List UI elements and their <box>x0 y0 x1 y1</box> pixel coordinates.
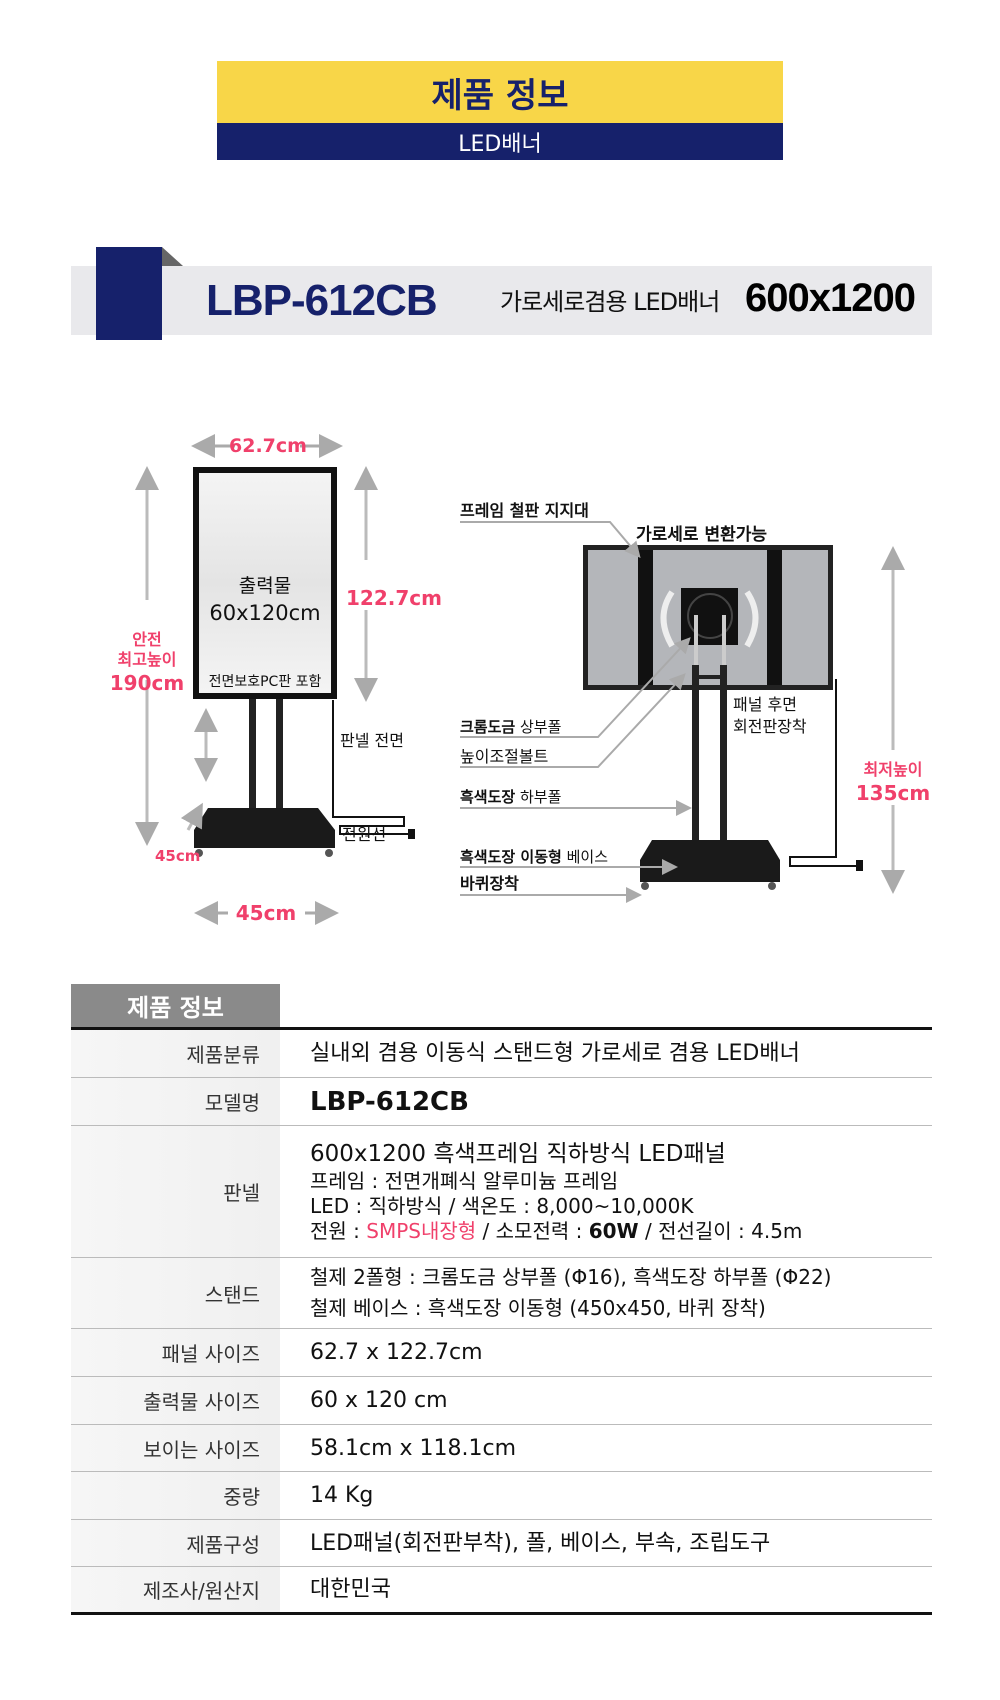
lower-pole-label: 흑색도장 하부폴 <box>460 788 561 806</box>
upper-pole-label: 크롬도금 상부폴 <box>460 718 561 736</box>
min-height-value: 135cm <box>856 781 930 805</box>
stand-line: 철제 2폴형 : 크롬도금 상부폴 (Φ16), 흑색도장 하부폴 (Φ22) <box>310 1265 832 1289</box>
row-label: 패널 사이즈 <box>71 1328 280 1377</box>
row-label: 스탠드 <box>71 1257 280 1329</box>
base-label: 흑색도장 이동형 베이스 <box>460 848 608 866</box>
row-value: 600x1200 흑색프레임 직하방식 LED패널 프레임 : 전면개폐식 알루… <box>280 1125 932 1258</box>
section-title: 제품 정보 <box>217 61 783 123</box>
panel-line: 프레임 : 전면개폐식 알루미늄 프레임 <box>310 1169 619 1193</box>
base-depth-label: 45cm <box>155 847 200 865</box>
row-label: 출력물 사이즈 <box>71 1376 280 1425</box>
row-label: 보이는 사이즈 <box>71 1424 280 1472</box>
panel-main: 600x1200 흑색프레임 직하방식 LED패널 <box>310 1141 726 1167</box>
rear-note-1: 패널 후면 <box>733 695 797 714</box>
row-label: 제품구성 <box>71 1519 280 1567</box>
row-value: 14 Kg <box>280 1471 932 1520</box>
safe-height-label-1: 안전 <box>132 630 161 649</box>
model-description: 가로세로겸용 LED배너 <box>500 288 720 316</box>
row-label: 제조사/원산지 <box>71 1566 280 1614</box>
frame-support-label: 프레임 철판 지지대 <box>460 501 589 520</box>
front-width-label: 62.7cm <box>229 435 307 457</box>
section-subtitle: LED배너 <box>217 123 783 160</box>
panel-line: LED : 직하방식 / 색온도 : 8,000~10,000K <box>310 1194 694 1218</box>
table-row: 판넬 600x1200 흑색프레임 직하방식 LED패널 프레임 : 전면개폐식… <box>71 1125 932 1258</box>
table-row: 스탠드 철제 2폴형 : 크롬도금 상부폴 (Φ16), 흑색도장 하부폴 (Φ… <box>71 1257 932 1329</box>
model-banner-fold <box>162 247 183 266</box>
row-value: LED패널(회전판부착), 폴, 베이스, 부속, 조립도구 <box>280 1519 932 1567</box>
product-diagram: 62.7cm 안전 최고높이 190cm 122.7cm 출력물 60x120c… <box>110 434 930 925</box>
rotate-arrow-right-icon <box>744 590 759 648</box>
model-banner-accent <box>96 247 162 340</box>
row-label: 제품분류 <box>71 1028 280 1078</box>
safe-height-value: 190cm <box>110 671 184 695</box>
safe-height-label-2: 최고높이 <box>118 650 177 669</box>
height-bolt-label: 높이조절볼트 <box>460 747 548 766</box>
row-value: 대한민국 <box>310 1577 391 1602</box>
row-value: 62.7 x 122.7cm <box>280 1328 932 1377</box>
row-value: 58.1cm x 118.1cm <box>280 1424 932 1472</box>
panel-line: 전원 : SMPS내장형 / 소모전력 : 60W / 전선길이 : 4.5m <box>310 1219 803 1243</box>
model-banner <box>71 266 932 335</box>
pc-note: 전면보호PC판 포함 <box>209 674 322 690</box>
rotate-arrow-left-icon <box>660 590 675 648</box>
row-label: 중량 <box>71 1471 280 1520</box>
model-name: LBP-612CB <box>206 276 438 325</box>
stand-line: 철제 베이스 : 흑색도장 이동형 (450x450, 바퀴 장착) <box>310 1296 766 1320</box>
row-label: 판넬 <box>71 1125 280 1258</box>
panel-front-label: 판넬 전면 <box>340 731 404 750</box>
power-cable-label: 전원선 <box>342 825 386 844</box>
front-stand <box>193 467 415 857</box>
row-value: LBP-612CB <box>280 1077 932 1126</box>
row-label: 모델명 <box>71 1077 280 1126</box>
table-row: 제조사/원산지 대한민국 <box>71 1566 932 1614</box>
row-value: 60 x 120 cm <box>280 1376 932 1425</box>
print-size-label: 60x120cm <box>209 601 320 625</box>
wheels-label: 바퀴장착 <box>460 874 519 893</box>
rear-note-2: 회전판장착 <box>733 717 807 736</box>
print-label: 출력물 <box>239 575 291 597</box>
base-width-label: 45cm <box>236 901 297 925</box>
row-value: 철제 2폴형 : 크롬도금 상부폴 (Φ16), 흑색도장 하부폴 (Φ22) … <box>280 1257 932 1329</box>
min-height-label: 최저높이 <box>864 760 923 779</box>
row-value: 실내외 겸용 이동식 스탠드형 가로세로 겸용 LED배너 <box>280 1028 932 1078</box>
panel-height-label: 122.7cm <box>346 586 442 610</box>
model-size: 600x1200 <box>745 276 916 320</box>
rotate-label: 가로세로 변환가능 <box>636 525 767 545</box>
rear-stand <box>583 545 863 890</box>
spec-tab: 제품 정보 <box>71 984 280 1027</box>
